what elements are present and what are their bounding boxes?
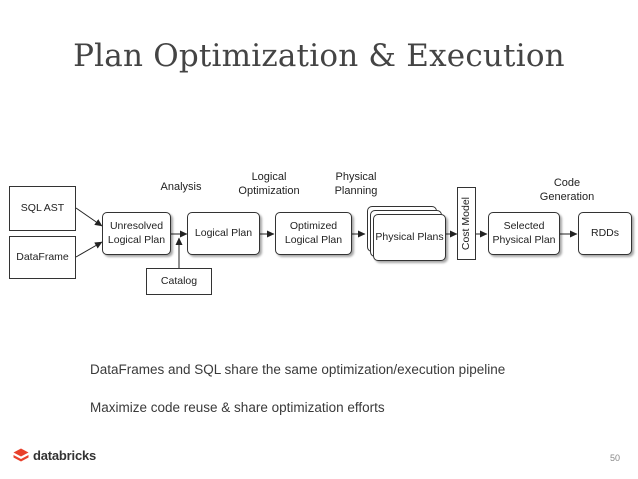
- arrow-dataframe-to-unresolved: [75, 241, 103, 258]
- dataframe-label: DataFrame: [16, 250, 69, 263]
- rdds-box: RDDs: [578, 212, 632, 255]
- unresolved-line-1: Unresolved: [109, 220, 164, 233]
- slide-title: Plan Optimization & Execution: [73, 38, 565, 74]
- optimized-line-2: Logical Plan: [284, 233, 343, 246]
- logical-plan-box: Logical Plan: [187, 212, 260, 255]
- catalog-label: Catalog: [160, 274, 198, 287]
- physical-planning-line-2: Planning: [334, 185, 378, 198]
- unresolved-line-2: Logical Plan: [107, 233, 166, 246]
- cost-model-label: Cost Model: [459, 196, 472, 251]
- dataframe-box: DataFrame: [9, 236, 76, 279]
- unresolved-logical-plan-box: Unresolved Logical Plan: [102, 212, 171, 255]
- selected-physical-plan-box: Selected Physical Plan: [488, 212, 560, 255]
- physical-plans-label: Physical Plans: [375, 230, 444, 243]
- physical-planning-line-1: Physical: [335, 171, 377, 183]
- stage-analysis-label: Analysis: [160, 181, 202, 193]
- logical-optimization-line-1: Logical: [251, 171, 287, 183]
- stage-physical-planning-label: Physical Planning: [317, 170, 395, 199]
- rdds-label: RDDs: [591, 226, 619, 239]
- bullet-shared-pipeline: DataFrames and SQL share the same optimi…: [90, 362, 506, 377]
- selected-line-2: Physical Plan: [492, 233, 556, 246]
- logical-plan-label: Logical Plan: [194, 226, 253, 239]
- code-generation-line-1: Code: [553, 177, 581, 189]
- sql-ast-box: SQL AST: [9, 186, 76, 231]
- databricks-logo-icon: [13, 448, 29, 462]
- optimized-line-1: Optimized: [289, 220, 338, 233]
- page-number: 50: [609, 453, 620, 463]
- stage-logical-optimization-label: Logical Optimization: [226, 170, 312, 199]
- arrow-sql-to-unresolved: [75, 207, 103, 227]
- logical-optimization-line-2: Optimization: [238, 185, 300, 198]
- catalog-box: Catalog: [146, 268, 212, 295]
- cost-model-box: Cost Model: [457, 187, 476, 260]
- databricks-logo: databricks: [13, 448, 96, 463]
- selected-line-1: Selected: [503, 220, 545, 233]
- stage-code-generation-label: Code Generation: [528, 176, 606, 205]
- databricks-wordmark: databricks: [33, 448, 97, 463]
- bullet-code-reuse: Maximize code reuse & share optimization…: [90, 400, 385, 415]
- sql-ast-label: SQL AST: [20, 201, 65, 214]
- physical-plans-box: Physical Plans: [373, 214, 446, 261]
- code-generation-line-2: Generation: [539, 191, 595, 204]
- optimized-logical-plan-box: Optimized Logical Plan: [275, 212, 352, 255]
